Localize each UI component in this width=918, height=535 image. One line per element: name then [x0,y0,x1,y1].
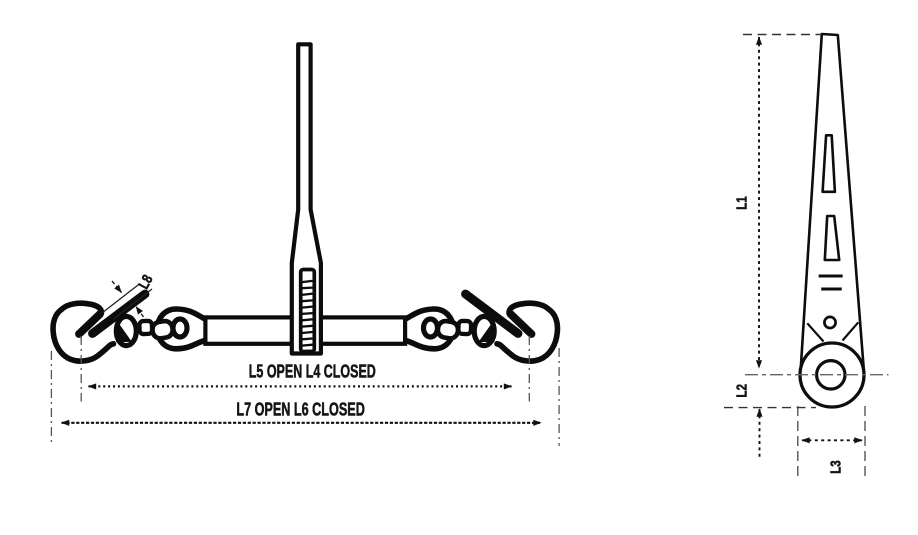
svg-text:L2: L2 [733,384,750,398]
svg-text:L1: L1 [733,196,750,210]
svg-text:L3: L3 [828,460,845,474]
svg-text:L8: L8 [136,273,156,292]
svg-text:L5 OPEN L4 CLOSED: L5 OPEN L4 CLOSED [249,361,376,381]
svg-text:L7 OPEN L6 CLOSED: L7 OPEN L6 CLOSED [236,399,365,419]
